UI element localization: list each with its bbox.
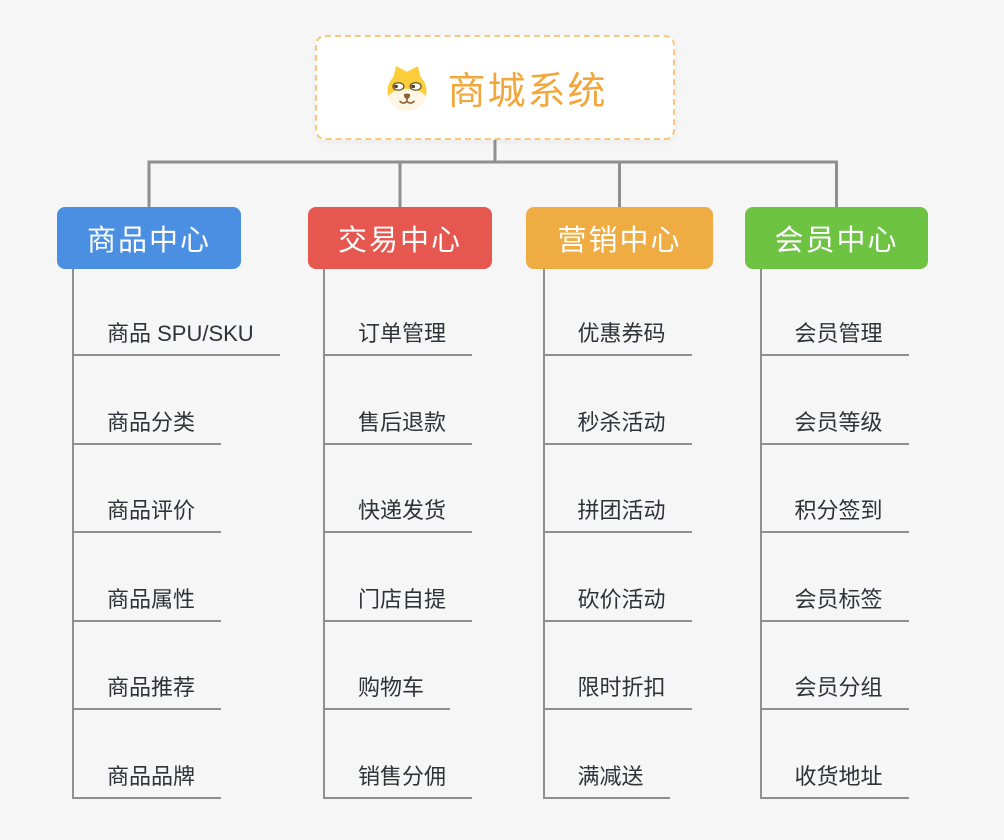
- subtopic-node[interactable]: 优惠券码: [544, 320, 692, 356]
- branch-label: 会员中心: [774, 225, 899, 257]
- subtopic-node[interactable]: 限时折扣: [544, 674, 692, 711]
- branch-subtopics-1: 商品 SPU/SKU 商品分类商品评价商品属性商品推荐商品品牌: [72, 269, 314, 799]
- subtopic-node[interactable]: 砍价活动: [544, 586, 692, 622]
- branch-node-4[interactable]: 会员中心: [745, 207, 928, 269]
- subtopic-node[interactable]: 商品品牌: [74, 763, 222, 799]
- branch-label: 交易中心: [337, 225, 462, 257]
- branch-node-2[interactable]: 交易中心: [308, 207, 492, 269]
- branch-node-3[interactable]: 营销中心: [526, 207, 713, 269]
- branch-subtopics-4: 会员管理会员等级积分签到会员标签会员分组收货地址: [759, 269, 1002, 799]
- subtopic-node[interactable]: 订单管理: [325, 320, 473, 356]
- subtopic-node[interactable]: 会员管理: [761, 320, 909, 356]
- subtopic-node[interactable]: 会员分组: [761, 674, 909, 711]
- branch-label: 商品中心: [86, 225, 211, 257]
- branch-label: 营销中心: [557, 225, 682, 257]
- subtopic-node[interactable]: 售后退款: [325, 409, 473, 445]
- subtopic-node[interactable]: 会员标签: [761, 586, 909, 622]
- subtopic-node[interactable]: 会员等级: [761, 409, 909, 445]
- subtopic-node[interactable]: 商品推荐: [74, 674, 222, 711]
- subtopic-node[interactable]: 快递发货: [325, 497, 473, 534]
- subtopic-node[interactable]: 商品属性: [74, 586, 222, 622]
- branch-subtopics-2: 订单管理售后退款快递发货门店自提购物车销售分佣: [323, 269, 565, 799]
- subtopic-node[interactable]: 购物车: [325, 674, 451, 711]
- subtopic-node[interactable]: 门店自提: [325, 586, 473, 622]
- subtopic-node[interactable]: 满减送: [544, 763, 670, 799]
- subtopic-node[interactable]: 商品 SPU/SKU: [74, 320, 280, 356]
- subtopic-node[interactable]: 收货地址: [761, 763, 909, 799]
- branch-node-1[interactable]: 商品中心: [57, 207, 241, 269]
- subtopic-node[interactable]: 拼团活动: [544, 497, 692, 534]
- subtopic-node[interactable]: 积分签到: [761, 497, 909, 534]
- subtopic-node[interactable]: 销售分佣: [325, 763, 473, 799]
- root-node[interactable]: 商城系统: [315, 35, 675, 140]
- subtopic-node[interactable]: 秒杀活动: [544, 409, 692, 445]
- root-title: 商城系统: [447, 71, 608, 113]
- subtopic-node[interactable]: 商品分类: [74, 409, 222, 445]
- subtopic-node[interactable]: 商品评价: [74, 497, 222, 534]
- branch-subtopics-3: 优惠券码秒杀活动拼团活动砍价活动限时折扣满减送: [542, 269, 785, 799]
- dog-face-icon: [387, 65, 428, 111]
